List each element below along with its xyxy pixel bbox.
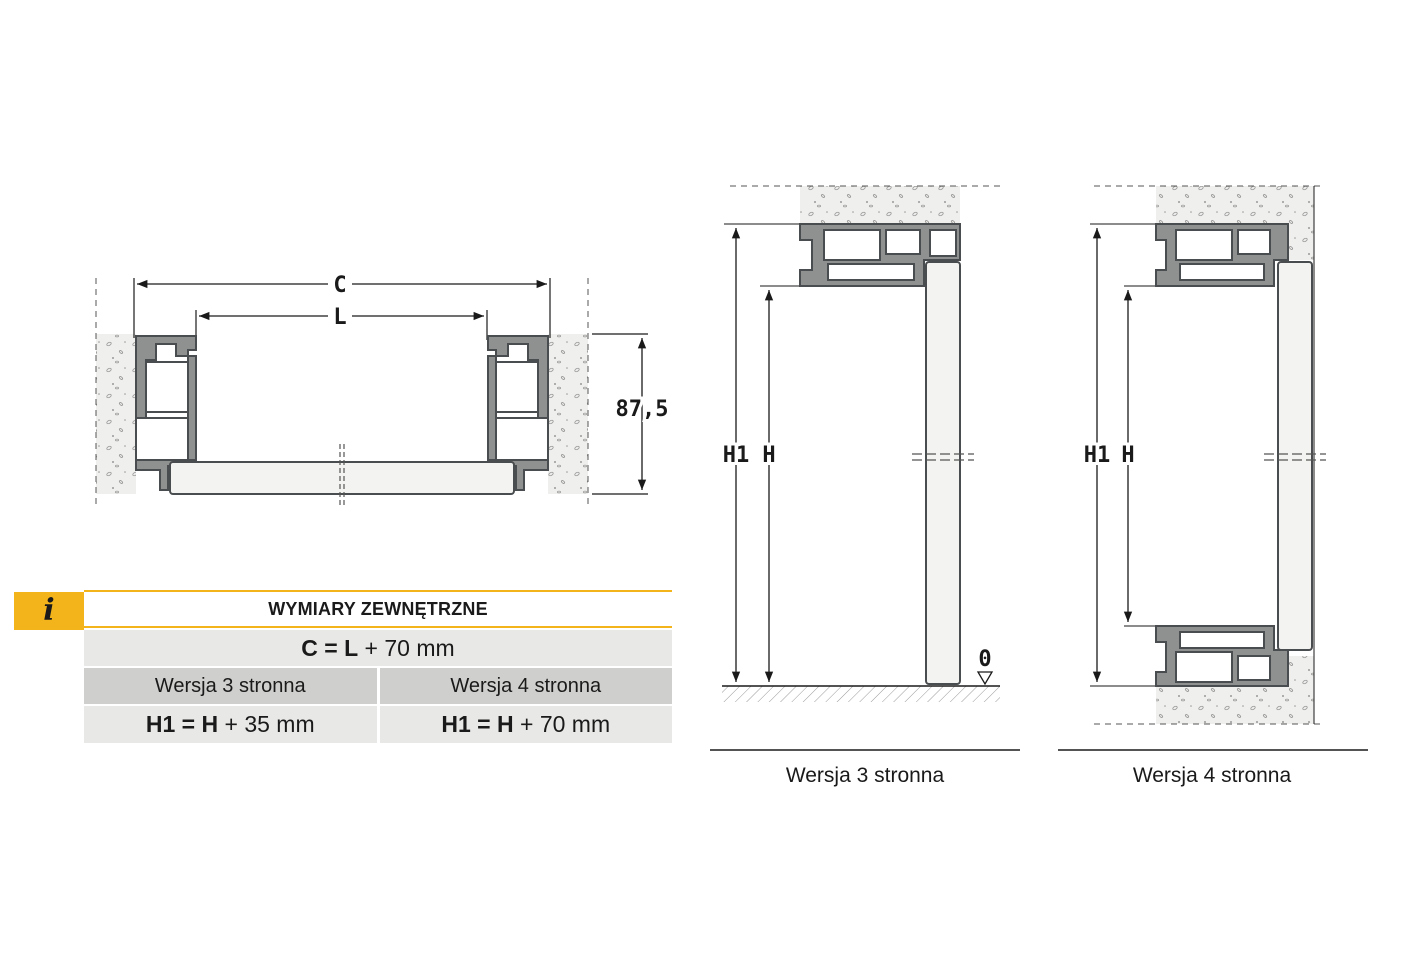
frame-profile-bottom-4 xyxy=(1155,625,1289,687)
dim-h1-label-4: H1 xyxy=(1084,443,1111,468)
caption-version-4: Wersja 4 stronna xyxy=(1133,764,1292,787)
floor-concrete-4 xyxy=(1156,686,1314,724)
formula-c-lhs: C = L xyxy=(301,634,359,661)
floor-hatch xyxy=(722,686,1000,702)
version-4-label: Wersja 4 stronna xyxy=(379,668,672,704)
wall-left xyxy=(96,334,136,494)
caption-version-3: Wersja 3 stronna xyxy=(786,764,945,787)
table-header: WYMIARY ZEWNĘTRZNE xyxy=(84,590,672,628)
elevation-3-sided: H1 H 0 Wersja 3 stronna xyxy=(710,185,1020,787)
wall-concrete-4-bottom xyxy=(1288,656,1314,688)
dim-h1-label-3: H1 xyxy=(723,443,750,468)
floor-level-triangle xyxy=(976,671,994,686)
wall-concrete-side xyxy=(960,186,1004,226)
formula-4-lhs: H1 = H xyxy=(441,711,514,737)
dimensions-info-table: i WYMIARY ZEWNĘTRZNE C = L + 70 mm Wersj… xyxy=(14,590,672,745)
formula-3: H1 = H + 35 mm xyxy=(84,706,377,743)
dim-h-label-4: H xyxy=(1121,443,1134,468)
door-leaf-plan xyxy=(169,461,515,495)
dim-depth-label: 87,5 xyxy=(616,397,669,422)
formula-3-rhs: + 35 mm xyxy=(218,711,315,737)
ceiling-concrete-4 xyxy=(1156,186,1314,226)
formula-row-h: H1 = H + 35 mm H1 = H + 70 mm xyxy=(84,706,672,743)
ceiling-concrete xyxy=(800,186,960,226)
info-icon: i xyxy=(14,592,84,630)
extension-lines xyxy=(95,278,589,504)
plan-view: C L 87,5 xyxy=(95,273,671,508)
version-3-label: Wersja 3 stronna xyxy=(84,668,377,704)
door-leaf-4 xyxy=(1277,261,1313,651)
formula-4: H1 = H + 70 mm xyxy=(379,706,672,743)
elevation-4-sided: H1 H Wersja 4 stronna xyxy=(1058,185,1368,787)
frame-profile-left xyxy=(135,335,197,491)
floor-level-label: 0 xyxy=(978,647,991,672)
wall-concrete-4-top xyxy=(1288,226,1314,260)
door-leaf-3 xyxy=(925,261,961,685)
formula-c-rhs: + 70 mm xyxy=(358,634,455,661)
formula-row-c: C = L + 70 mm xyxy=(84,630,672,666)
version-labels-row: Wersja 3 stronna Wersja 4 stronna xyxy=(84,668,672,704)
wall-right xyxy=(548,334,588,494)
dim-l-label: L xyxy=(333,305,346,330)
formula-4-rhs: + 70 mm xyxy=(513,711,611,737)
frame-profile-top-4 xyxy=(1155,223,1289,287)
frame-profile-top xyxy=(799,223,961,287)
dim-c-label: C xyxy=(333,273,346,298)
formula-3-lhs: H1 = H xyxy=(145,711,219,737)
dim-h-label-3: H xyxy=(762,443,775,468)
frame-profile-right xyxy=(487,335,549,491)
